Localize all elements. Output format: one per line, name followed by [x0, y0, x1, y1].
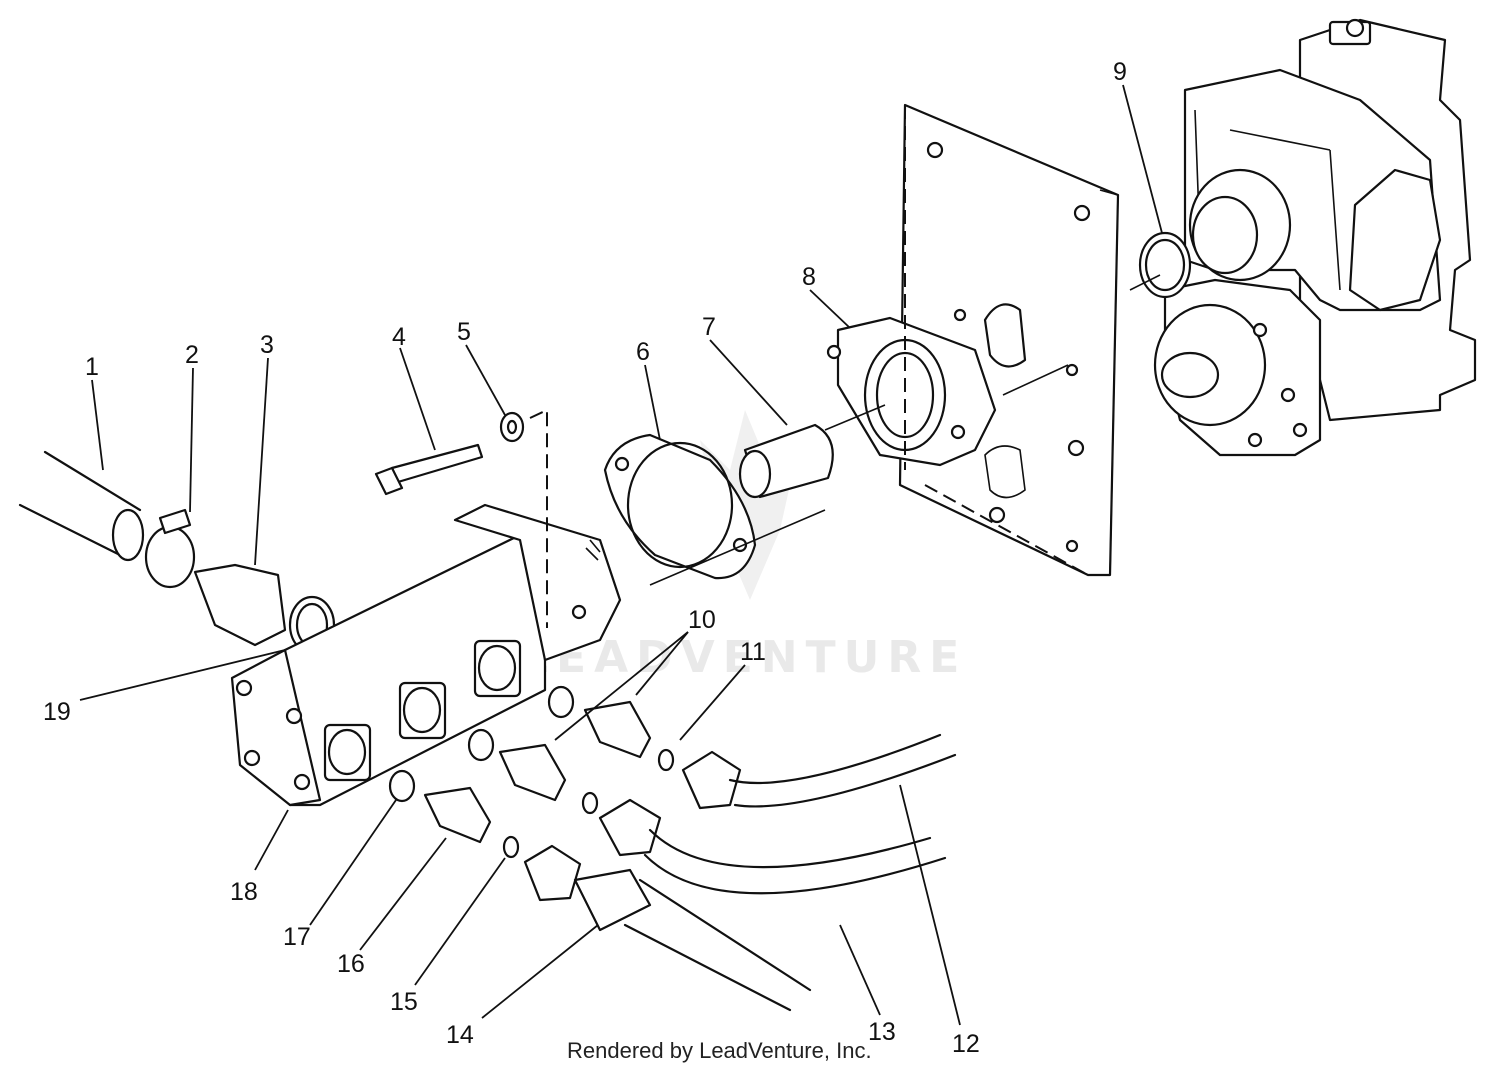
gasket-6	[603, 433, 757, 580]
callout-6: 6	[636, 338, 650, 366]
fitting-10b	[583, 700, 652, 759]
callout-labels: 1 2 3 4 5 6 7 8 9 10 11 12 13 14 15 16 1…	[43, 58, 1127, 1058]
fitting-16	[423, 786, 492, 844]
alignment-lines	[529, 105, 1161, 628]
o-rings	[388, 685, 675, 859]
callout-17: 17	[283, 923, 311, 951]
hose-clamp-2	[144, 508, 196, 589]
tandem-pump-18	[230, 503, 622, 807]
fitting-10a	[498, 743, 567, 802]
callout-1: 1	[85, 353, 99, 381]
callout-12: 12	[952, 1030, 980, 1058]
seal-9	[1138, 231, 1192, 299]
callout-14: 14	[446, 1021, 474, 1049]
render-credit: Rendered by LeadVenture, Inc.	[567, 1038, 872, 1063]
callout-16: 16	[337, 950, 365, 978]
callout-8: 8	[802, 263, 816, 291]
callout-5: 5	[457, 318, 471, 346]
callout-2: 2	[185, 341, 199, 369]
callout-13: 13	[868, 1018, 896, 1046]
callout-10: 10	[688, 606, 716, 634]
flange-8	[826, 316, 997, 467]
washer-5	[499, 411, 525, 443]
callout-9: 9	[1113, 58, 1127, 86]
leader-lines	[79, 84, 1163, 1026]
callout-7: 7	[702, 313, 716, 341]
callout-18: 18	[230, 878, 258, 906]
callout-3: 3	[260, 331, 274, 359]
bolt-4	[374, 443, 484, 496]
coupler-7	[738, 423, 834, 499]
hydrostat-transmission	[1153, 18, 1477, 457]
tube-12	[681, 733, 957, 810]
callout-11: 11	[740, 638, 766, 666]
callout-15: 15	[390, 988, 418, 1016]
callout-19: 19	[43, 698, 71, 726]
hose-1	[18, 450, 145, 562]
tube-13	[598, 798, 947, 895]
callout-4: 4	[392, 323, 406, 351]
hose-14	[523, 844, 812, 1012]
